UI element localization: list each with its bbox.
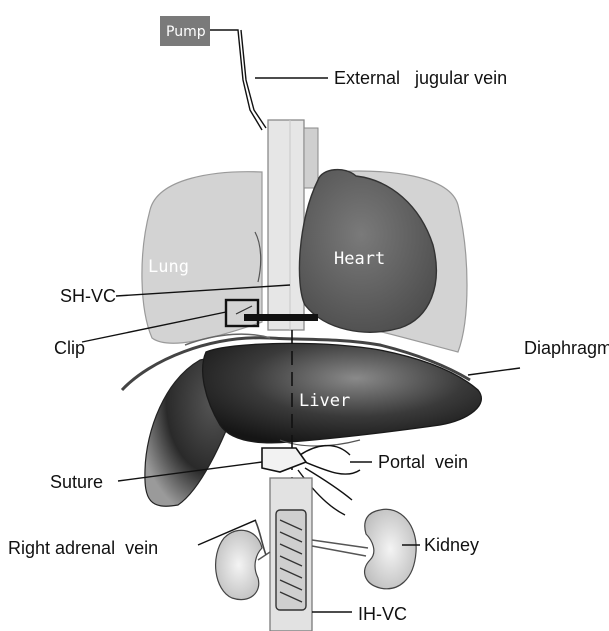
clip-label: Clip — [54, 338, 85, 358]
superior-vena-cava — [268, 120, 304, 330]
left-kidney-shape — [216, 530, 262, 599]
lung-label: Lung — [148, 257, 189, 277]
pump-label: Pump — [166, 24, 206, 40]
right-adrenal-vein-label: Right adrenal vein — [8, 538, 158, 558]
heart-label: Heart — [334, 249, 385, 269]
catheter-line — [210, 30, 262, 130]
suture-label: Suture — [50, 472, 103, 492]
external-jugular-vein-label: External jugular vein — [334, 68, 507, 88]
pulmonary-vessel — [304, 128, 318, 188]
liver-label: Liver — [299, 391, 350, 411]
sh-vc-label: SH-VC — [60, 286, 116, 306]
diaphragm-label: Diaphragm — [524, 338, 609, 358]
portal-vein-label: Portal vein — [378, 452, 468, 472]
suture-knot — [262, 448, 306, 472]
catheter-line-2 — [241, 30, 266, 128]
right-kidney-shape — [365, 509, 417, 589]
clip-bar — [244, 314, 318, 321]
ih-vc-label: IH-VC — [358, 604, 407, 624]
kidney-label: Kidney — [424, 535, 479, 555]
